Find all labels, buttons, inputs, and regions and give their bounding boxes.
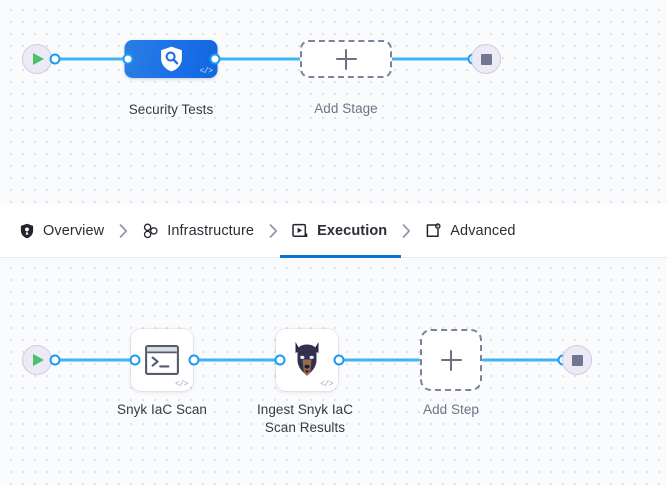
play-icon (33, 53, 44, 65)
step-label-snyk-iac-scan: Snyk IaC Scan (117, 402, 207, 417)
connector-ingest-to-add-step (339, 358, 420, 362)
steps-start-output-port[interactable] (49, 354, 61, 366)
stage-pipeline-canvas[interactable]: </> Security Tests Add Stage (0, 0, 667, 205)
add-stage-button[interactable] (300, 40, 392, 78)
pipeline-section-tabs[interactable]: Overview Infrastructure Execution (0, 205, 667, 258)
tab-infrastructure[interactable]: Infrastructure (140, 205, 256, 258)
plus-icon (440, 349, 462, 371)
step-node-snyk-iac-scan[interactable]: </> (131, 329, 193, 391)
terminal-icon (145, 345, 179, 375)
tab-advanced[interactable]: Advanced (423, 205, 517, 258)
steps-start-node[interactable] (22, 345, 52, 375)
stop-icon (480, 53, 492, 65)
connector-start-to-snyk-scan (44, 358, 130, 362)
stage-label-security-tests: Security Tests (128, 102, 214, 117)
connector-start-to-security-tests (44, 57, 137, 61)
connector-add-stage-to-end (390, 57, 477, 61)
tab-execution-label: Execution (317, 223, 388, 239)
snyk-scan-input-port[interactable] (129, 354, 141, 366)
connector-security-tests-to-add-stage (215, 57, 302, 61)
security-tests-input-port[interactable] (122, 53, 134, 65)
add-step-label: Add Step (423, 402, 479, 417)
plus-icon (335, 48, 357, 70)
add-stage-label: Add Stage (314, 101, 378, 116)
tab-execution[interactable]: Execution (280, 205, 402, 258)
step-pipeline-canvas[interactable]: </> Snyk IaC Scan </> Ingest Snyk IaC Sc… (0, 258, 667, 487)
ingest-output-port[interactable] (333, 354, 345, 366)
stage-node-security-tests[interactable]: </> (124, 40, 218, 78)
tab-advanced-label: Advanced (450, 223, 516, 239)
snyk-scan-output-port[interactable] (188, 354, 200, 366)
tab-overview-label: Overview (43, 223, 105, 239)
connector-snyk-scan-to-ingest (194, 358, 277, 362)
nodes-icon (142, 223, 159, 240)
execution-play-icon (292, 223, 309, 240)
steps-end-node[interactable] (562, 345, 592, 375)
shield-search-icon (160, 46, 182, 72)
snyk-scan-code-badge: </> (175, 380, 188, 389)
tab-separator-1 (106, 223, 140, 239)
tab-infrastructure-label: Infrastructure (167, 223, 255, 239)
connector-add-step-to-end (482, 358, 564, 362)
tab-separator-2 (256, 223, 290, 239)
stop-icon (571, 354, 583, 366)
play-icon (33, 354, 44, 366)
security-tests-output-port[interactable] (209, 53, 221, 65)
add-step-button[interactable] (420, 329, 482, 391)
tab-separator-3 (389, 223, 423, 239)
tab-overview[interactable]: Overview (16, 205, 106, 258)
start-output-port[interactable] (49, 53, 61, 65)
snyk-dog-icon (295, 342, 319, 376)
step-label-ingest-snyk-results: Ingest Snyk IaC Scan Results (256, 402, 354, 435)
settings-card-icon (425, 223, 442, 240)
shield-icon (18, 223, 35, 240)
pipeline-start-node[interactable] (22, 44, 52, 74)
pipeline-end-node[interactable] (471, 44, 501, 74)
stage-code-badge: </> (199, 67, 213, 76)
ingest-input-port[interactable] (274, 354, 286, 366)
ingest-code-badge: </> (320, 380, 333, 389)
step-node-ingest-snyk-results[interactable]: </> (276, 329, 338, 391)
